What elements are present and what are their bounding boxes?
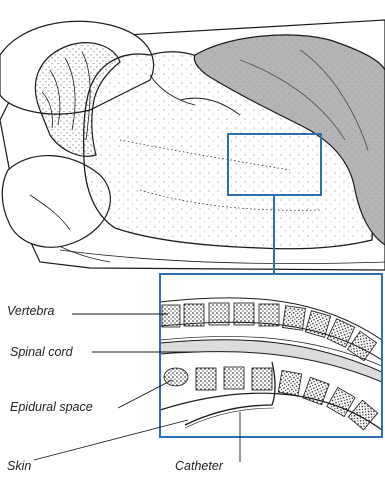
spine-cross-section — [160, 274, 382, 437]
label-epidural-space: Epidural space — [10, 400, 93, 414]
label-skin: Skin — [7, 459, 31, 473]
leader-skin — [34, 420, 188, 460]
label-spinal-cord: Spinal cord — [10, 345, 73, 359]
label-vertebra: Vertebra — [7, 304, 54, 318]
label-catheter: Catheter — [175, 459, 223, 473]
